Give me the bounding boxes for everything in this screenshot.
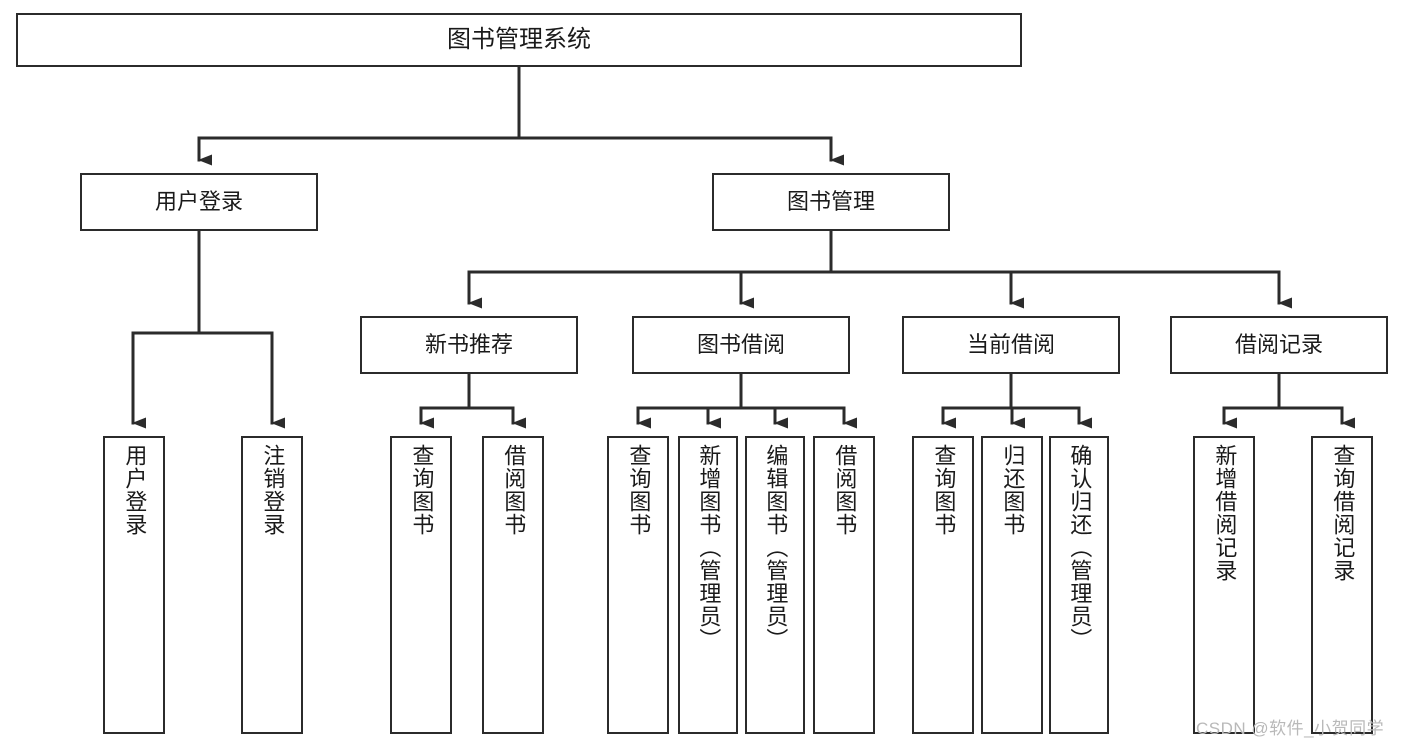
node-branch-borrow-record[interactable]: 借阅记录 [1170, 316, 1388, 374]
node-branch-book-management[interactable]: 图书管理 [712, 173, 950, 231]
node-leaf-edit-book-admin[interactable]: 编辑图书（管理员） [745, 436, 805, 734]
csdn-watermark: CSDN @软件_小贺同学 [1196, 719, 1385, 738]
node-leaf-confirm-return-admin[interactable]: 确认归还（管理员） [1049, 436, 1109, 734]
node-leaf-query-borrow-record[interactable]: 查询借阅记录 [1311, 436, 1373, 734]
node-leaf-user-login[interactable]: 用户登录 [103, 436, 165, 734]
node-leaf-add-borrow-record[interactable]: 新增借阅记录 [1193, 436, 1255, 734]
node-leaf-add-book-admin[interactable]: 新增图书（管理员） [678, 436, 738, 734]
node-leaf-borrow-book-recommend[interactable]: 借阅图书 [482, 436, 544, 734]
node-leaf-query-book-recommend[interactable]: 查询图书 [390, 436, 452, 734]
node-root[interactable]: 图书管理系统 [16, 13, 1022, 67]
node-branch-book-borrow[interactable]: 图书借阅 [632, 316, 850, 374]
node-branch-new-book-recommend[interactable]: 新书推荐 [360, 316, 578, 374]
node-leaf-borrow-book[interactable]: 借阅图书 [813, 436, 875, 734]
node-branch-user-login[interactable]: 用户登录 [80, 173, 318, 231]
node-leaf-return-book[interactable]: 归还图书 [981, 436, 1043, 734]
node-leaf-logout[interactable]: 注销登录 [241, 436, 303, 734]
node-branch-current-borrow[interactable]: 当前借阅 [902, 316, 1120, 374]
node-leaf-query-book-current[interactable]: 查询图书 [912, 436, 974, 734]
node-leaf-query-book-borrow[interactable]: 查询图书 [607, 436, 669, 734]
